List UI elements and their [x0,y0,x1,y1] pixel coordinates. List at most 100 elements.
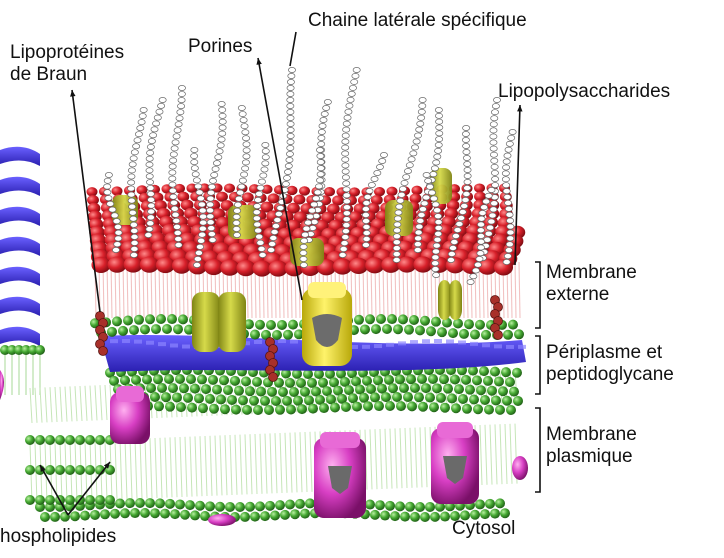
plasma-head-lower [295,499,305,509]
sugar-bead [154,115,161,120]
sugar-bead [317,166,324,171]
protein-bottom [208,514,236,526]
plasma-head-upper [179,383,189,393]
sugar-bead [411,145,418,150]
protein-cap [437,422,473,438]
sugar-bead [477,222,484,227]
sugar-bead [233,220,240,225]
sugar-bead [146,227,153,232]
plasma-head-upper [451,403,461,413]
sugar-bead [483,199,490,204]
plasma-lipid-tail [395,428,397,488]
plasma-head-upper [300,387,310,397]
label-cytosol: Cytosol [452,518,515,540]
label-side-chain: Chaine latérale spécifique [308,10,527,32]
plasma-head-upper [490,367,500,377]
plasma-head-upper [484,405,494,415]
plasma-head-upper [165,402,175,412]
sugar-bead [171,146,178,151]
sugar-bead [175,236,182,241]
sugar-bead [104,178,111,183]
sugar-bead [428,190,435,195]
sugar-bead [502,177,509,182]
outer-inner-head [151,324,161,334]
plasma-head-upper [425,393,435,403]
sugar-bead [321,111,328,116]
plasma-lipid-tail [140,439,142,499]
sugar-bead [133,144,140,149]
sugar-bead [324,99,331,104]
outer-inner-head [360,324,370,334]
sugar-bead [467,279,474,284]
sugar-bead [114,224,121,229]
plasma-lipid-tail [375,429,377,489]
protein-cap [116,386,144,402]
plasma-head-lower [375,500,385,510]
outer-inner-head [398,314,408,324]
sugar-bead [175,242,182,247]
sugar-bead [345,109,352,114]
sugar-bead [174,230,181,235]
sugar-bead [177,104,184,109]
peptidoglycan-crosslink [386,343,394,347]
sugar-bead [234,208,241,213]
plasma-lipid-tail [205,436,207,496]
plasma-head-upper [230,376,240,386]
label-braun-lipoproteins: Lipoprotéines de Braun [10,42,124,86]
plasma-head-upper [256,387,266,397]
lps-head [224,183,235,192]
sugar-bead [349,85,356,90]
sugar-bead [320,117,327,122]
plasma-lipid-tail [115,440,117,500]
sugar-bead [342,163,349,168]
plasma-head-lower [400,512,410,522]
sugar-bead [169,164,176,169]
bracket-outer-membrane [535,262,540,328]
sugar-bead [491,164,498,169]
sugar-bead [128,198,135,203]
sugar-bead [130,216,137,221]
peptidoglycan-crosslink [446,339,454,343]
peptidoglycan-crosslink [506,345,514,349]
sugar-bead [212,166,219,171]
outer-inner-head [173,324,183,334]
sugar-bead [262,161,269,166]
sugar-bead [351,79,358,84]
plasma-head-lower [160,509,170,519]
plasma-head-upper [388,383,398,393]
outer-inner-head [134,315,144,325]
sugar-bead [454,227,461,232]
plasma-head-upper [429,402,439,412]
sugar-bead [259,252,266,257]
plasma-head-upper [483,376,493,386]
label-periplasm: Périplasme et peptidoglycane [546,342,674,386]
sugar-bead [374,170,381,175]
sugar-bead [176,116,183,121]
sugar-bead [488,219,495,224]
sugar-bead [158,103,165,108]
sugar-bead [314,190,321,195]
plasma-lipid-tail [30,388,32,423]
sugar-bead [452,233,459,238]
sugar-bead [195,184,202,189]
sugar-bead [174,128,181,133]
sugar-bead [353,67,360,72]
sugar-bead [146,180,153,185]
sugar-bead [300,250,307,255]
sugar-bead [129,162,136,167]
sugar-bead [217,143,224,148]
sugar-bead [431,166,438,171]
sugar-bead [342,229,349,234]
plasma-head-lower [370,510,380,520]
sugar-bead [243,148,250,153]
plasma-head-upper [462,404,472,414]
sugar-bead [242,130,249,135]
sugar-bead [114,242,121,247]
sugar-bead [262,142,269,147]
outer-inner-head [288,320,298,330]
sugar-bead [177,110,184,115]
plasma-lipid-tail [410,428,412,488]
sugar-bead [287,109,294,114]
sugar-bead [393,246,400,251]
sugar-bead [316,147,323,152]
